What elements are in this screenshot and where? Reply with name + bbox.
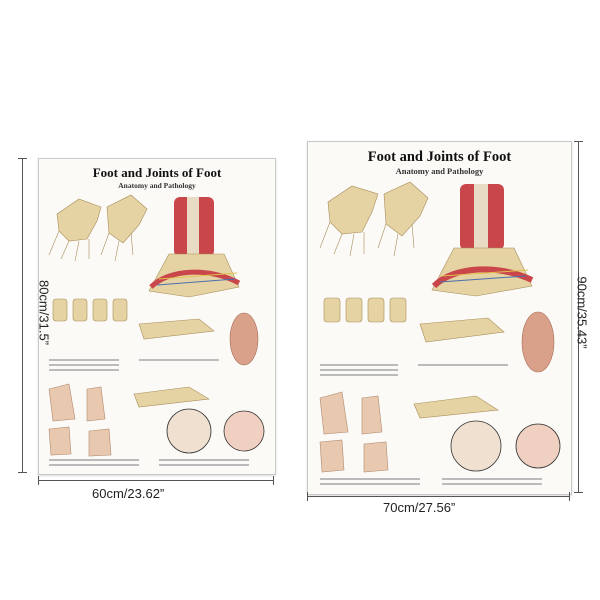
foot-skeleton-illustration (319, 181, 429, 257)
text-blocks (49, 359, 249, 466)
right-height-tick-end (574, 492, 583, 493)
right-height-label: 90cm/35.43” (574, 276, 590, 349)
poster-small: Foot and Joints of Foot Anatomy and Path… (38, 158, 276, 475)
left-width-line (38, 480, 274, 481)
poster-large: Foot and Joints of Foot Anatomy and Path… (307, 141, 572, 495)
right-height-tick-start (574, 141, 583, 142)
foot-muscles-illustration (431, 184, 534, 297)
anatomy-illustrations (48, 194, 265, 466)
ankle-joint-illustration (323, 297, 555, 373)
ankle-joint-illustration (52, 298, 259, 366)
poster-title: Foot and Joints of Foot (92, 165, 222, 180)
pathology-illustrations (48, 383, 265, 457)
left-height-tick-start (18, 158, 27, 159)
anatomy-illustrations (319, 181, 561, 485)
right-width-label: 70cm/27.56” (383, 500, 456, 515)
left-height-line (22, 158, 23, 473)
poster-subtitle: Anatomy and Pathology (395, 166, 484, 176)
left-height-label: 80cm/31.5” (36, 279, 52, 346)
left-width-tick-end (273, 476, 274, 485)
right-height-line (578, 141, 579, 493)
left-height-tick-end (18, 472, 27, 473)
right-width-tick-end (569, 492, 570, 501)
text-blocks (320, 364, 542, 485)
pathology-illustrations (319, 391, 561, 473)
foot-skeleton-illustration (48, 194, 148, 262)
foot-muscles-illustration (148, 197, 241, 298)
left-width-tick-start (38, 476, 39, 485)
left-width-label: 60cm/23.62” (92, 486, 165, 501)
right-width-tick-start (307, 492, 308, 501)
poster-title: Foot and Joints of Foot (367, 149, 512, 165)
poster-subtitle: Anatomy and Pathology (118, 181, 196, 190)
right-width-line (307, 496, 570, 497)
